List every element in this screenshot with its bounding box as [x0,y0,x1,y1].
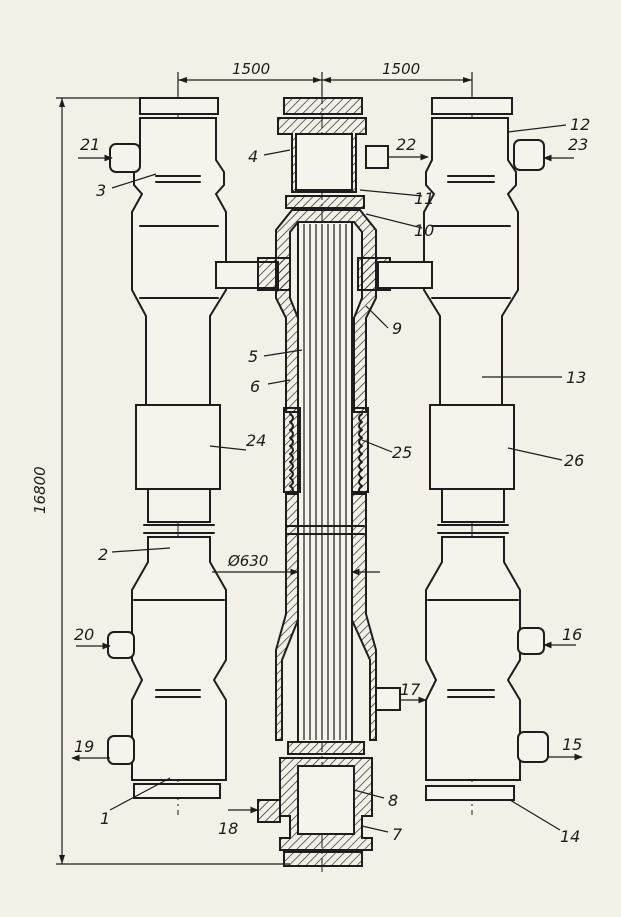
callout-5: 5 [248,347,258,366]
center-column [257,90,401,875]
callout-2: 2 [98,545,108,564]
leader-lines [109,124,567,833]
callout-24: 24 [246,431,266,450]
callout-21: 21 [80,135,100,154]
dim-total-height: 16800 [31,466,49,514]
callout-3: 3 [96,181,106,200]
right-column [377,90,549,815]
callout-8: 8 [388,791,398,810]
callout-23: 23 [568,135,588,154]
callout-25: 25 [392,443,412,462]
callout-14: 14 [560,827,580,846]
callout-4: 4 [248,147,258,166]
tube-bundle [303,224,347,740]
callout-10: 10 [414,221,434,240]
callout-11: 11 [414,189,434,208]
callouts: 1 2 3 4 5 6 7 8 9 10 11 12 13 14 15 16 1… [74,115,590,846]
dim-right-spacing: 1500 [382,60,420,78]
flow-arrows [71,153,583,814]
callout-18: 18 [218,819,238,838]
callout-13: 13 [566,368,586,387]
callout-12: 12 [570,115,590,134]
callout-16: 16 [562,625,582,644]
callout-6: 6 [250,377,260,396]
callout-15: 15 [562,735,582,754]
callout-22: 22 [396,135,416,154]
dimension-lines [56,72,473,865]
callout-19: 19 [74,737,94,756]
left-column [107,90,279,815]
callout-26: 26 [564,451,584,470]
callout-20: 20 [74,625,94,644]
callout-1: 1 [100,809,110,828]
callout-17: 17 [400,680,421,699]
dim-left-spacing: 1500 [232,60,270,78]
callout-9: 9 [392,319,402,338]
dim-pipe-diameter: Ø630 [227,552,268,570]
callout-7: 7 [392,825,403,844]
